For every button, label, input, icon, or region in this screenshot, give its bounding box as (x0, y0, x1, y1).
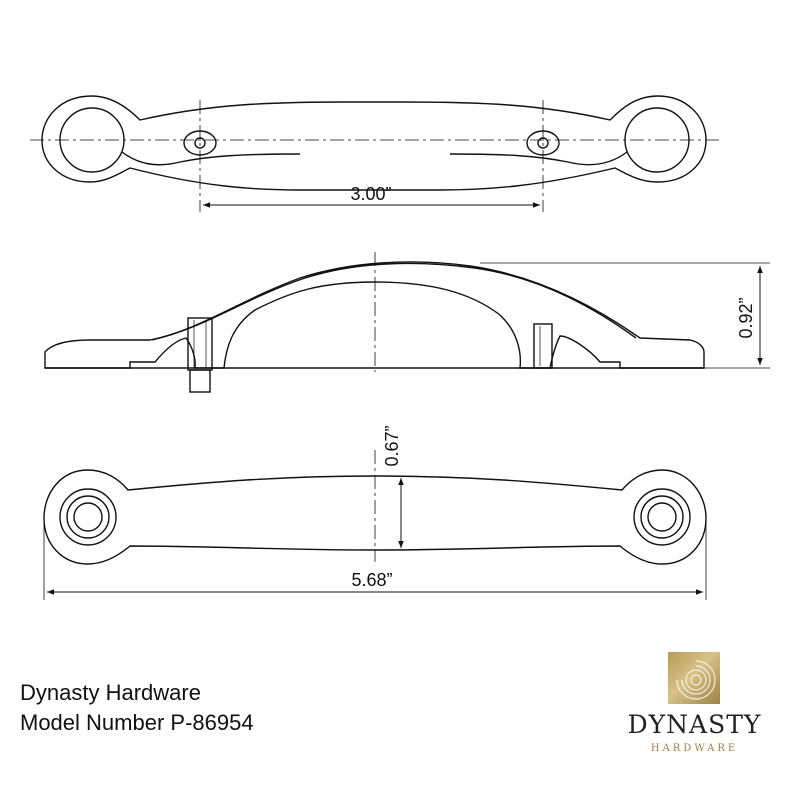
left-inner-contour (121, 151, 301, 166)
height-dim-text: 0.92” (736, 297, 756, 338)
logo-subtitle: HARDWARE (650, 743, 739, 754)
side-view (44, 252, 770, 393)
bottom-view (43, 450, 707, 600)
dynasty-logo: DYNASTY HARDWARE (612, 652, 777, 772)
top-view-outline (41, 95, 707, 191)
side-top-highlight (151, 262, 637, 341)
depth-dim-text: 0.67” (382, 425, 402, 466)
left-screw-stub (189, 369, 211, 393)
hole-spacing-dim-text: 3.00” (350, 184, 391, 204)
right-threaded-post (533, 323, 553, 369)
logo-swirl-icon (668, 652, 720, 704)
right-rosette-mid (640, 495, 684, 539)
caption-model: Model Number P-86954 (20, 710, 254, 735)
bottom-view-outline (43, 469, 707, 565)
left-threaded-post (187, 317, 213, 371)
logo-wordmark: DYNASTY (627, 710, 762, 739)
left-rosette-outer (59, 488, 117, 546)
right-rosette-outer (633, 488, 691, 546)
caption-brand: Dynasty Hardware (20, 680, 201, 705)
left-rosette-mid (66, 495, 110, 539)
top-view (30, 95, 720, 212)
right-rosette-inner (647, 502, 677, 532)
length-dim-text: 5.68” (351, 570, 392, 590)
left-rosette-inner (73, 502, 103, 532)
right-inner-contour (449, 151, 628, 166)
side-view-outline (44, 261, 705, 369)
